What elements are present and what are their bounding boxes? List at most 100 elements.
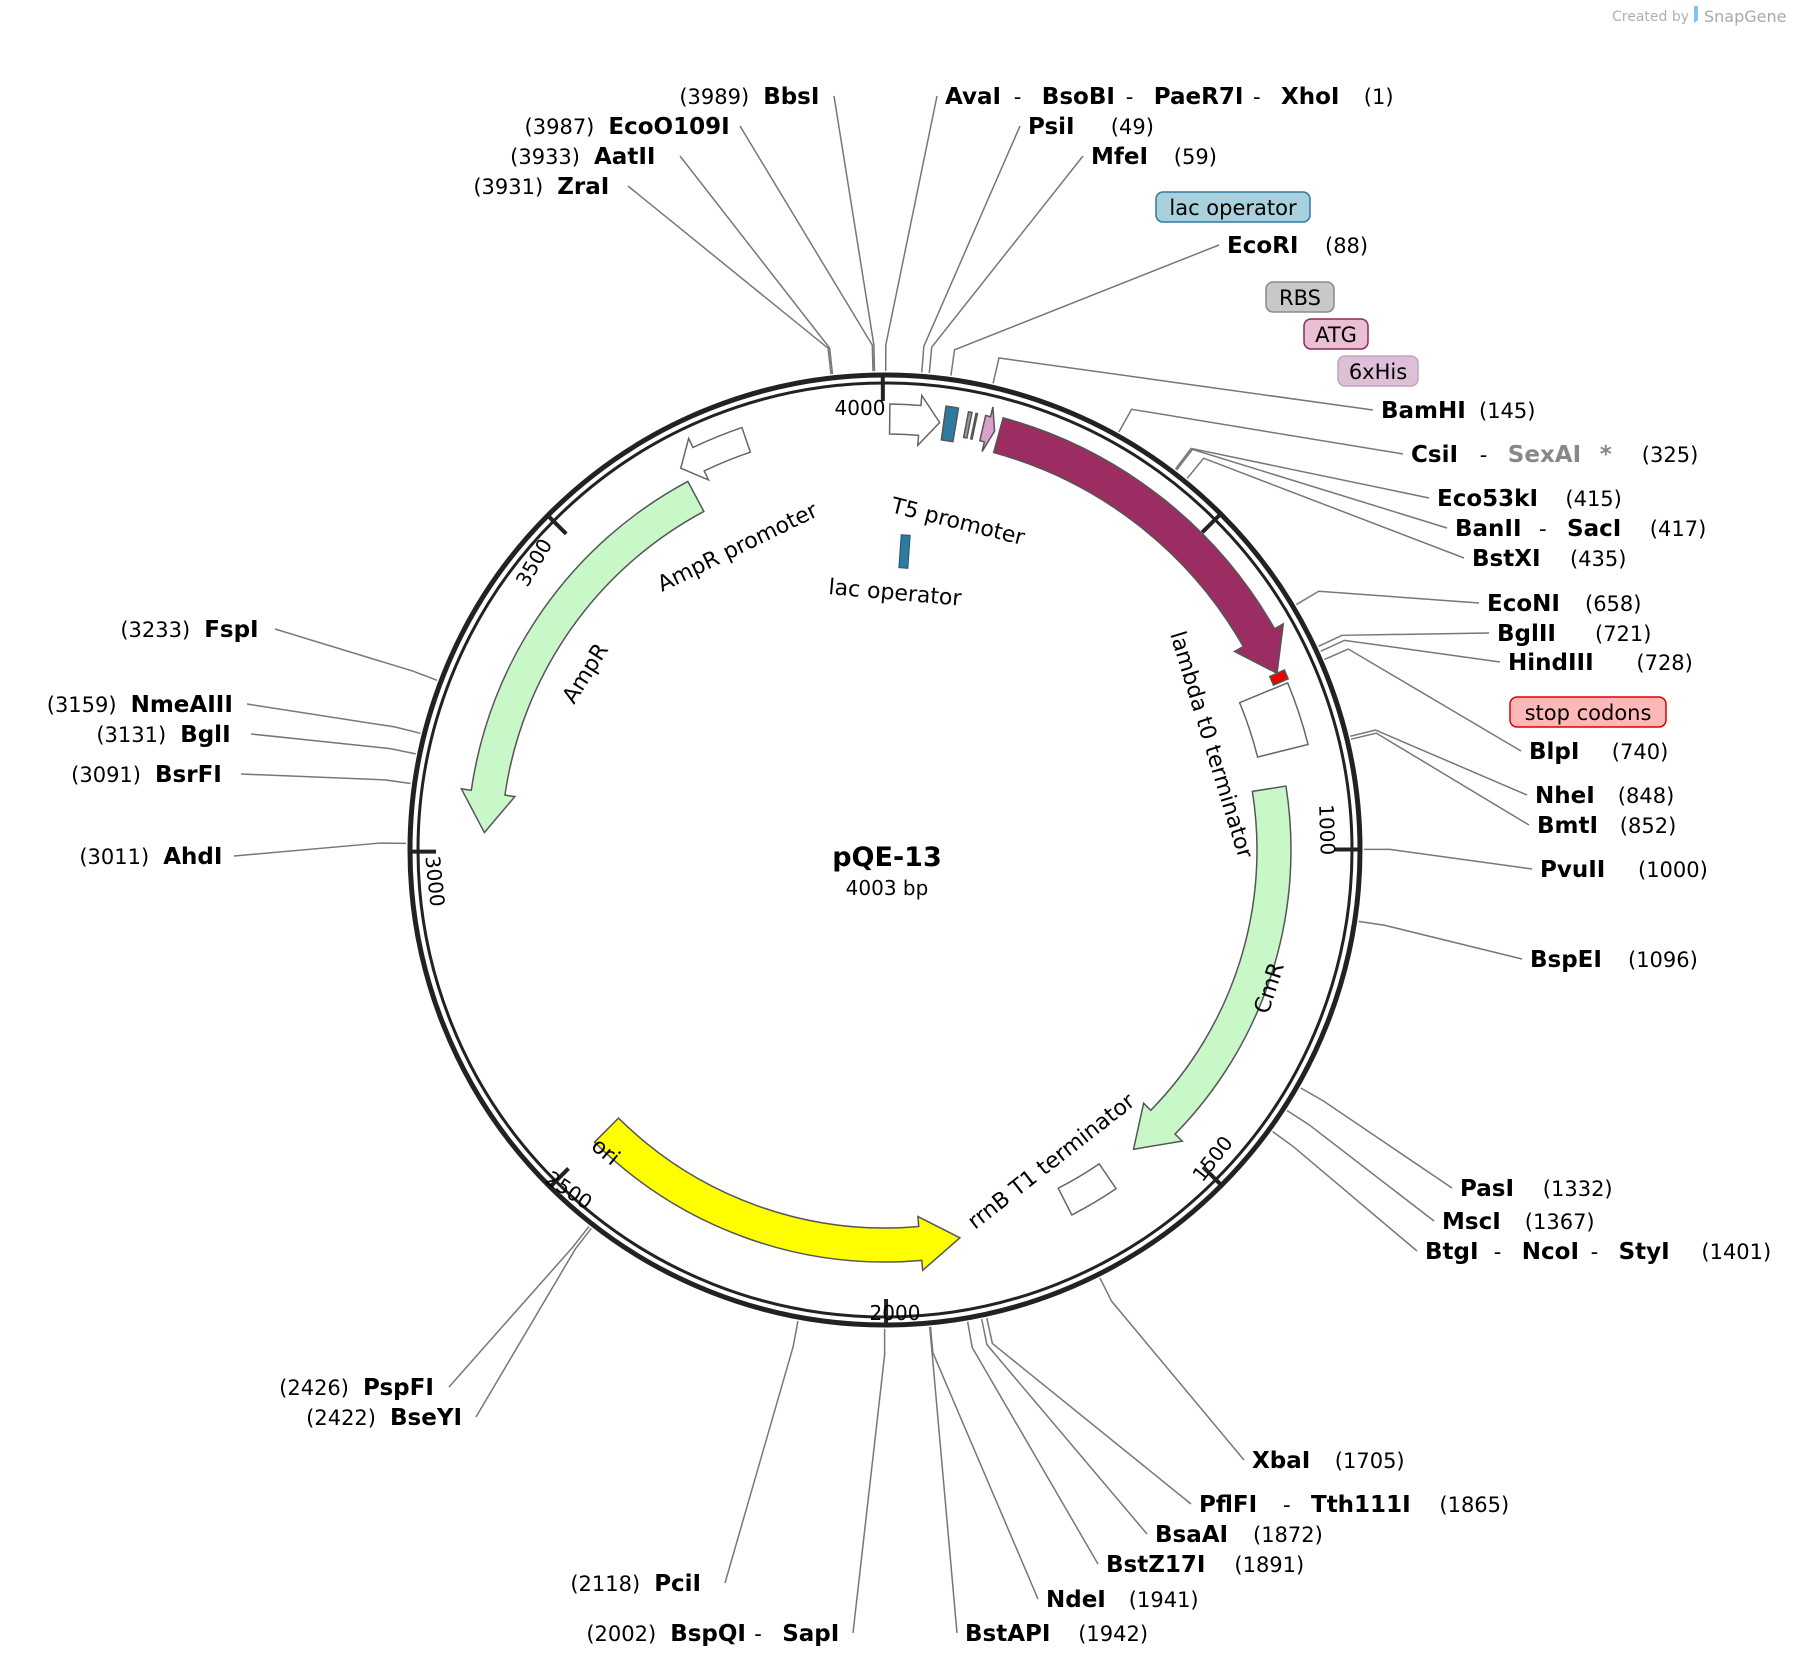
- feature-label-ampr[interactable]: AmpR: [558, 639, 614, 708]
- site-label-bseyi[interactable]: (2422)BseYI: [306, 1405, 462, 1431]
- site-name-pflfi: PflFI: [1199, 1492, 1257, 1518]
- feature-ampr-promoter[interactable]: [679, 426, 752, 482]
- tag-atg[interactable]: ATG: [1315, 323, 1357, 347]
- site-name-pcii: PciI: [654, 1571, 701, 1597]
- site-label-blpi[interactable]: BlpI(740): [1529, 739, 1668, 765]
- site-label-ecori[interactable]: EcoRI(88): [1227, 233, 1368, 259]
- site-label-bstz17i[interactable]: BstZ17I(1891): [1106, 1552, 1304, 1578]
- site-name-ndei: NdeI: [1046, 1587, 1106, 1613]
- site-label-bstxi[interactable]: BstXI(435): [1472, 546, 1626, 572]
- site-pos-pspfi: (2426): [279, 1376, 349, 1400]
- site-label-bgli[interactable]: (3131)BglI: [96, 722, 230, 748]
- site-label-msci[interactable]: MscI(1367): [1442, 1209, 1595, 1235]
- tick-mark-1500: [1201, 1165, 1225, 1189]
- site-label-bspei[interactable]: BspEI(1096): [1530, 947, 1698, 973]
- site-name-econi: EcoNI: [1487, 591, 1560, 617]
- site-label-pasi[interactable]: PasI(1332): [1460, 1176, 1613, 1202]
- site-label-banii-saci[interactable]: BanII-SacI(417): [1455, 516, 1706, 542]
- feature-atg[interactable]: [969, 412, 979, 441]
- site-label-bspqi-sapi[interactable]: (2002)BspQI-SapI: [586, 1621, 839, 1647]
- site-pos-pvuii: (1000): [1638, 858, 1708, 882]
- site-name-xhoi: XhoI: [1281, 84, 1339, 110]
- site-label-mfei[interactable]: MfeI(59): [1091, 144, 1217, 170]
- site-label-hindiii[interactable]: HindIII(728): [1508, 650, 1693, 676]
- site-label-ecoo109i[interactable]: (3987)EcoO109I: [525, 114, 730, 140]
- feature-label-rrnb-t1-terminator[interactable]: rrnB T1 terminator: [963, 1088, 1140, 1234]
- site-label-psii[interactable]: PsiI(49): [1028, 114, 1154, 140]
- site-label-aatii[interactable]: (3933)AatII: [510, 144, 655, 170]
- leader-bseyi: [475, 1227, 592, 1418]
- site-name-sapi: SapI: [782, 1621, 839, 1647]
- feature-dhfr[interactable]: [992, 416, 1285, 675]
- site-label-csii-sexai[interactable]: CsiI-SexAI*(325): [1411, 442, 1698, 468]
- site-label-fspi[interactable]: (3233)FspI: [120, 617, 258, 643]
- site-label-bglii[interactable]: BglII(721): [1497, 621, 1651, 647]
- feature-t5-promoter[interactable]: [888, 393, 941, 448]
- site-label-pcii[interactable]: (2118) PciI: [570, 1571, 701, 1597]
- site-label-eco53ki[interactable]: Eco53kI(415): [1437, 486, 1622, 512]
- site-label-bamhi[interactable]: BamHI(145): [1381, 398, 1535, 424]
- site-pos-csii-sexai: (325): [1642, 443, 1698, 467]
- site-label-econi[interactable]: EcoNI(658): [1487, 591, 1641, 617]
- feature-ampr[interactable]: [460, 480, 705, 834]
- feature-rbs[interactable]: [962, 411, 973, 439]
- site-label-pflfi-tth111i[interactable]: PflFI-Tth111I(1865): [1199, 1492, 1509, 1518]
- feature-rrnb-t1-terminator[interactable]: [1057, 1162, 1118, 1216]
- site-pos-bspqi-sapi: (2002): [586, 1622, 656, 1646]
- tag-stop-codons[interactable]: stop codons: [1525, 701, 1652, 725]
- site-leader-lines: [233, 95, 1533, 1634]
- tag-rbs[interactable]: RBS: [1279, 286, 1321, 310]
- site-name-bstxi: BstXI: [1472, 546, 1541, 572]
- site-pos-avai-bsobi-paer7i-xhoi: (1): [1364, 85, 1394, 109]
- feature-6xhis[interactable]: [978, 406, 996, 453]
- site-label-bmti[interactable]: BmtI(852): [1537, 813, 1676, 839]
- feature-label-lambda-t0-terminator[interactable]: lambda t0 terminator: [1164, 628, 1257, 862]
- site-name-tth111i: Tth111I: [1311, 1492, 1411, 1518]
- site-label-bsaai[interactable]: BsaAI(1872): [1155, 1522, 1323, 1548]
- site-name-bsrfi: BsrFI: [155, 762, 222, 788]
- feature-lambda-t0-terminator[interactable]: [1238, 681, 1309, 758]
- feature-label-lac-operator[interactable]: lac operator: [827, 575, 963, 612]
- site-name-xbai: XbaI: [1252, 1448, 1310, 1474]
- feature-lac-operator[interactable]: [940, 405, 960, 443]
- site-label-avai-bsobi-paer7i-xhoi[interactable]: AvaI-BsoBI-PaeR7I-XhoI(1): [945, 84, 1394, 110]
- site-label-pvuii[interactable]: PvuII (1000): [1540, 857, 1708, 883]
- leader-econi: [1295, 590, 1480, 606]
- site-label-bstapi[interactable]: BstAPI(1942): [965, 1621, 1148, 1647]
- feature-ori[interactable]: [593, 1117, 962, 1272]
- leader-ecoo109i: [739, 125, 874, 372]
- site-label-xbai[interactable]: XbaI(1705): [1252, 1448, 1405, 1474]
- leader-btgi-ncoi-styi: [1272, 1130, 1418, 1252]
- site-label-pspfi[interactable]: (2426)PspFI: [279, 1375, 434, 1401]
- site-label-nhei[interactable]: NheI(848): [1535, 783, 1674, 809]
- site-label-bbsi[interactable]: (3989)BbsI: [679, 84, 819, 110]
- site-name-pvuii: PvuII: [1540, 857, 1605, 883]
- site-name-bseyi: BseYI: [390, 1405, 462, 1431]
- site-pos-bgli: (3131): [96, 723, 166, 747]
- leader-bspqi-sapi: [852, 1328, 886, 1634]
- feature-lac-operator-inner[interactable]: [898, 534, 911, 569]
- tag-6xhis[interactable]: 6xHis: [1349, 360, 1407, 384]
- site-label-btgi-ncoi-styi[interactable]: BtgI-NcoI-StyI(1401): [1425, 1239, 1771, 1265]
- snapgene-credit[interactable]: Created by SnapGene: [1612, 6, 1786, 26]
- site-name-bspqi: BspQI: [670, 1621, 746, 1647]
- site-label-ndei[interactable]: NdeI(1941): [1046, 1587, 1199, 1613]
- plasmid-name: pQE-13: [832, 842, 942, 873]
- feature-stop-codons[interactable]: [1268, 669, 1290, 687]
- site-label-zrai[interactable]: (3931)ZraI: [473, 174, 609, 200]
- tag-lac-operator[interactable]: lac operator: [1169, 196, 1297, 220]
- site-name-eco53ki: Eco53kI: [1437, 486, 1538, 512]
- site-pos-pcii: (2118): [570, 1572, 640, 1596]
- leader-pcii: [724, 1320, 799, 1584]
- site-pos-ecoo109i: (3987): [525, 115, 595, 139]
- site-label-ahdi[interactable]: (3011)AhdI: [79, 844, 222, 870]
- feature-cmr[interactable]: [1132, 785, 1292, 1151]
- site-name-bglii: BglII: [1497, 621, 1556, 647]
- site-pos-msci: (1367): [1525, 1210, 1595, 1234]
- site-pos-psii: (49): [1111, 115, 1154, 139]
- site-label-bsrfi[interactable]: (3091)BsrFI: [71, 762, 222, 788]
- leader-bspei: [1358, 920, 1523, 960]
- site-name-btgi: BtgI: [1425, 1239, 1479, 1265]
- feature-arrows: [460, 393, 1309, 1272]
- site-label-nmeaiii[interactable]: (3159)NmeAIII: [47, 692, 233, 718]
